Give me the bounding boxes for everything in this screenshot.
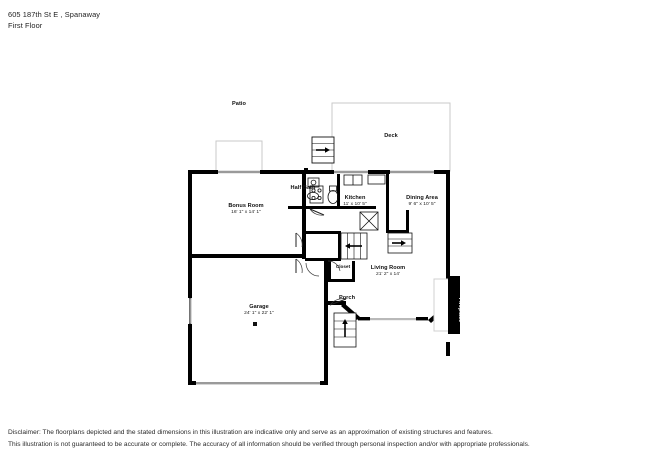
kitchen-fixtures: [309, 174, 386, 231]
disclaimer-line-2: This illustration is not guaranteed to b…: [8, 440, 530, 448]
floorplan-drawing: [188, 102, 460, 385]
arrow-right-icon: [316, 147, 330, 153]
disclaimer-block: Disclaimer: The floorplans depicted and …: [8, 427, 530, 450]
hall-stair: [340, 232, 368, 260]
fireplace-shape: [433, 276, 460, 334]
interior-walls: [288, 170, 409, 303]
floor-label: First Floor: [8, 21, 43, 31]
door-swings: [295, 208, 347, 306]
porch-stair: [333, 312, 357, 348]
arrow-right-icon: [392, 240, 406, 246]
floorplan-canvas[interactable]: Patio Deck Bonus Room 16' 1" x 14' 1" Ha…: [0, 55, 650, 405]
arrow-left-icon: [345, 243, 362, 249]
disclaimer-line-1: Disclaimer: The floorplans depicted and …: [8, 429, 493, 436]
property-address: 605 187th St E , Spanaway: [8, 10, 101, 19]
garage-drain-marker: [253, 322, 257, 326]
deck-stair: [311, 136, 335, 164]
room-label-fireplace: Fireplace: [457, 297, 463, 323]
landing-stair: [387, 232, 413, 254]
patio-outline: [215, 140, 263, 172]
arrow-up-icon: [342, 319, 348, 337]
deck-outline: [331, 102, 451, 172]
plan-header: 605 187th St E , Spanaway First Floor: [8, 9, 100, 32]
